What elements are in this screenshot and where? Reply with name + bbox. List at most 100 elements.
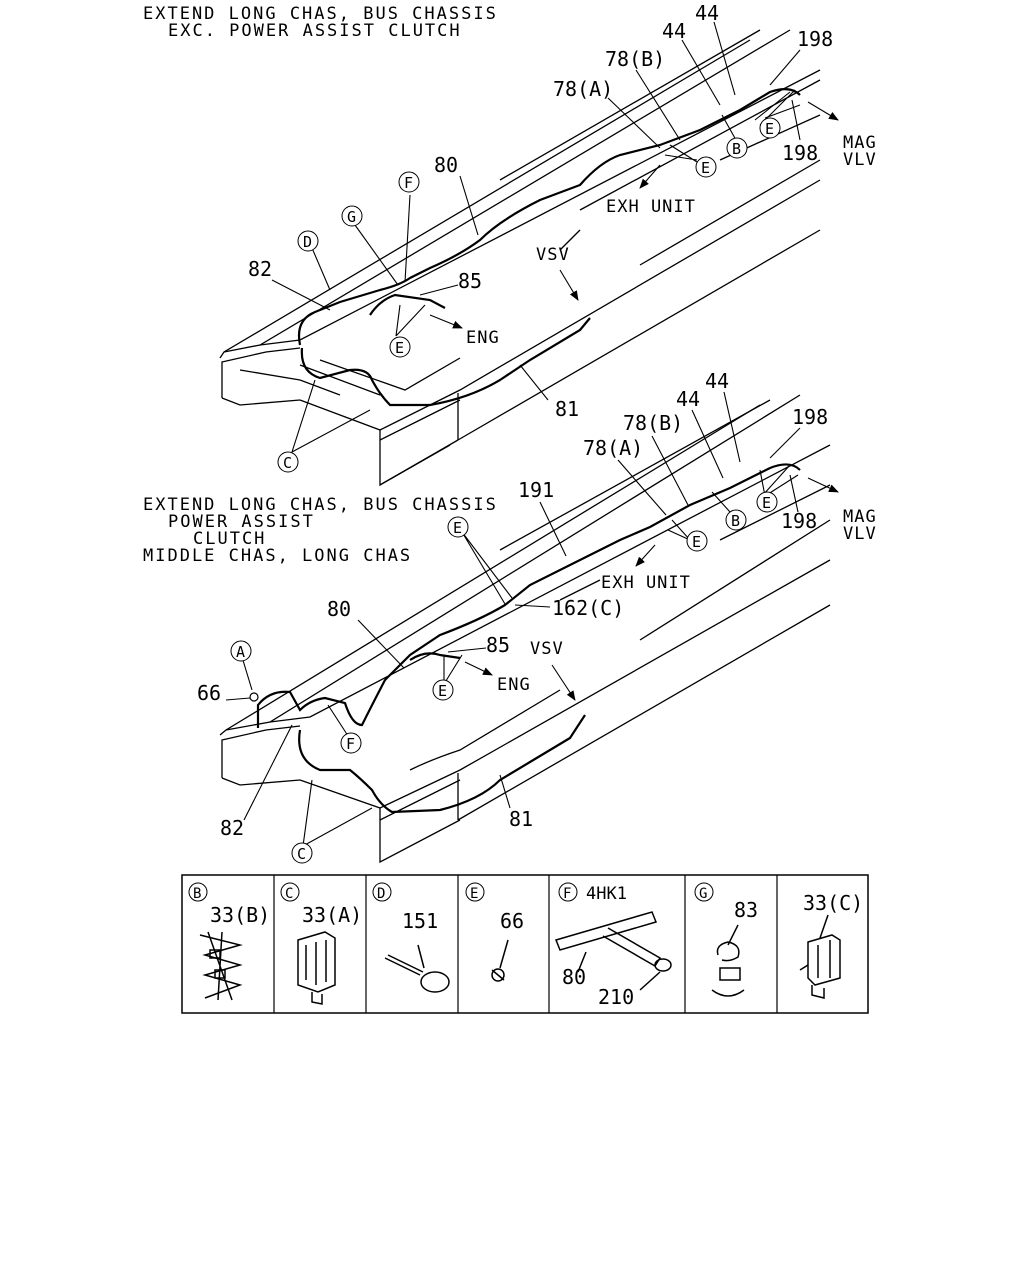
top-part-44b: 44 xyxy=(695,1,719,25)
cable-tie-151-icon xyxy=(384,944,450,993)
bottom-frame-rails xyxy=(219,394,831,864)
caption-bottom-line4: MIDDLE CHAS, LONG CHAS xyxy=(143,546,413,566)
legend-cell-d: D 151 xyxy=(372,882,450,993)
legend-table: B 33(B) C 33(A) D 151 xyxy=(181,874,869,1014)
bottom-part-162c: 162(C) xyxy=(552,596,624,620)
clip-33c-icon xyxy=(799,914,841,999)
legend-cell-c: C 33(A) xyxy=(280,882,362,1005)
svg-text:F: F xyxy=(404,174,413,192)
bottom-dest-eng: ENG xyxy=(497,675,531,695)
top-ref-e3: E xyxy=(389,336,411,358)
bottom-dest-vsv: VSV xyxy=(530,639,564,659)
top-part-80: 80 xyxy=(434,153,458,177)
bottom-ref-e3: E xyxy=(447,516,469,538)
bottom-part-78a: 78(A) xyxy=(583,436,643,460)
top-dest-exh: EXH UNIT xyxy=(606,197,696,217)
clip-33b-icon xyxy=(199,931,243,1001)
top-view xyxy=(219,29,821,487)
top-frame-rails xyxy=(219,29,821,487)
bottom-dest-mag: MAG xyxy=(843,507,877,527)
top-dest-vlv: VLV xyxy=(843,150,877,170)
svg-text:C: C xyxy=(283,454,292,472)
svg-text:F: F xyxy=(563,886,571,902)
legend-border xyxy=(181,874,869,1014)
svg-text:D: D xyxy=(377,886,385,902)
top-part-44a: 44 xyxy=(662,19,686,43)
bottom-part-80: 80 xyxy=(327,597,351,621)
svg-text:E: E xyxy=(470,886,478,902)
top-dest-mag: MAG xyxy=(843,133,877,153)
bottom-part-198a: 198 xyxy=(792,405,828,429)
bottom-pipes xyxy=(256,463,801,814)
clip-33a-icon xyxy=(297,931,336,1005)
legend-cell-b: B 33(B) xyxy=(188,882,270,1001)
top-part-82: 82 xyxy=(248,257,272,281)
legend-cell-33c: 33(C) xyxy=(799,891,863,999)
legend-g-part: 83 xyxy=(734,898,758,922)
bottom-ref-e2: E xyxy=(686,530,708,552)
bottom-circle-refs: E B E E A E F C xyxy=(230,491,778,864)
bottom-ref-e1: E xyxy=(756,491,778,513)
bottom-part-44a: 44 xyxy=(676,387,700,411)
clip-83-icon xyxy=(711,924,745,997)
caption-bottom-line1: EXTEND LONG CHAS, BUS CHASSIS xyxy=(143,495,498,515)
svg-text:B: B xyxy=(732,140,741,158)
legend-c-part: 33(A) xyxy=(302,903,362,927)
legend-dividers xyxy=(273,875,778,1013)
top-part-198b: 198 xyxy=(782,141,818,165)
top-dest-vsv: VSV xyxy=(536,245,570,265)
top-ref-e2: E xyxy=(695,156,717,178)
bottom-ref-f: F xyxy=(340,732,362,754)
top-ref-c: C xyxy=(277,451,299,473)
svg-text:C: C xyxy=(285,886,293,902)
svg-text:E: E xyxy=(762,494,771,512)
caption-top-line2: EXC. POWER ASSIST CLUTCH xyxy=(168,21,462,41)
bottom-ref-b: B xyxy=(725,509,747,531)
legend-cell-f: F 4HK1 80 210 xyxy=(554,882,672,1009)
legend-f-note: 4HK1 xyxy=(586,884,627,904)
clip-66-icon xyxy=(249,692,259,702)
svg-text:F: F xyxy=(346,735,355,753)
top-ref-f: F xyxy=(398,171,420,193)
svg-text:B: B xyxy=(731,512,740,530)
top-leaders xyxy=(271,21,839,453)
caption-bottom-line2: POWER ASSIST xyxy=(168,512,315,532)
legend-f-part-210: 210 xyxy=(598,985,634,1009)
bottom-ref-a: A xyxy=(230,640,252,662)
bottom-dest-vlv: VLV xyxy=(843,524,877,544)
top-ref-e1: E xyxy=(759,117,781,139)
svg-text:G: G xyxy=(347,208,356,226)
svg-text:E: E xyxy=(765,120,774,138)
bottom-part-81: 81 xyxy=(509,807,533,831)
svg-text:E: E xyxy=(453,519,462,537)
top-part-198a: 198 xyxy=(797,27,833,51)
clip-66-detail-icon xyxy=(491,939,509,982)
svg-text:E: E xyxy=(701,159,710,177)
tee-fitting-icon xyxy=(554,911,672,991)
bottom-part-198b: 198 xyxy=(781,509,817,533)
top-ref-b: B xyxy=(726,137,748,159)
svg-text:B: B xyxy=(193,886,201,902)
svg-text:G: G xyxy=(699,886,707,902)
bottom-view xyxy=(219,394,831,864)
top-part-85: 85 xyxy=(458,269,482,293)
caption-top-line1: EXTEND LONG CHAS, BUS CHASSIS xyxy=(143,4,498,24)
legend-cell-g: G 83 xyxy=(694,882,758,997)
top-part-78a: 78(A) xyxy=(553,77,613,101)
top-dest-eng: ENG xyxy=(466,328,500,348)
legend-b-part: 33(B) xyxy=(210,903,270,927)
top-circle-refs: E B E F G D E C xyxy=(277,117,781,473)
top-part-78b: 78(B) xyxy=(605,47,665,71)
svg-text:E: E xyxy=(438,682,447,700)
top-part-81: 81 xyxy=(555,397,579,421)
svg-text:E: E xyxy=(395,339,404,357)
top-ref-d: D xyxy=(297,230,319,252)
bottom-leaders xyxy=(225,391,839,847)
bottom-part-44b: 44 xyxy=(705,369,729,393)
bottom-part-82: 82 xyxy=(220,816,244,840)
svg-text:E: E xyxy=(692,533,701,551)
bottom-ref-e4: E xyxy=(432,679,454,701)
bottom-dest-exh: EXH UNIT xyxy=(601,573,691,593)
caption-bottom-line3: CLUTCH xyxy=(193,529,267,549)
